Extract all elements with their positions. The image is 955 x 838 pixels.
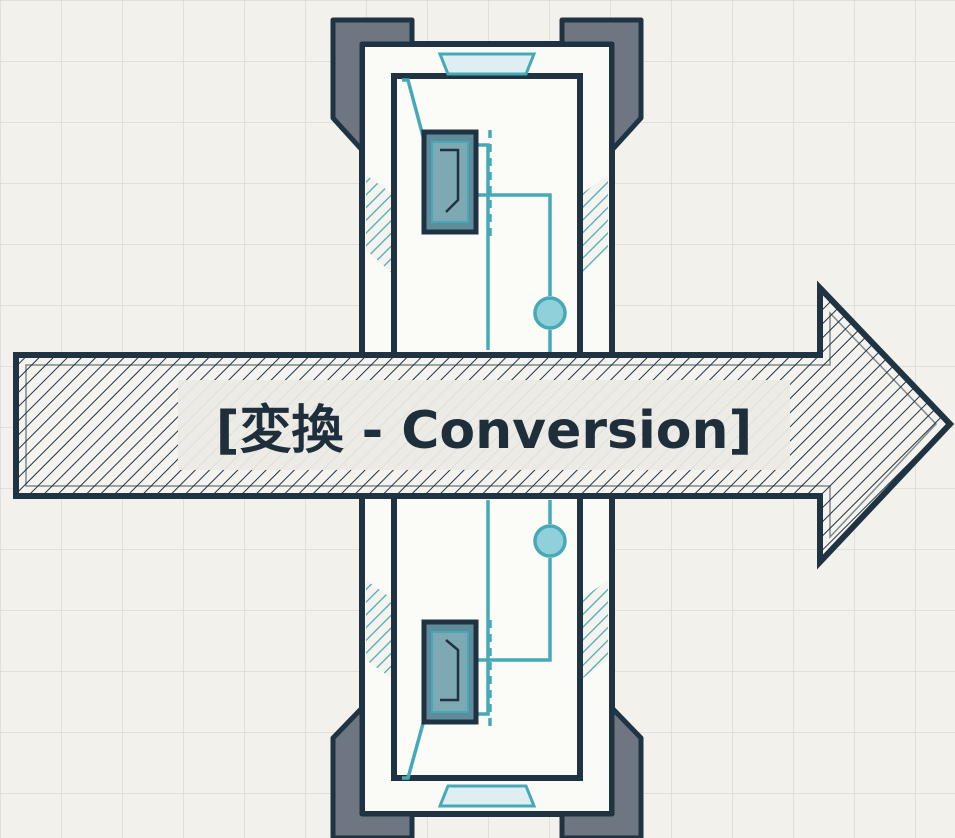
node-top bbox=[533, 296, 567, 330]
arrow-inner-border bbox=[25, 311, 938, 539]
side-slot-top-right bbox=[580, 175, 608, 275]
arrow-label-panel bbox=[178, 380, 790, 470]
node-bottom bbox=[533, 524, 567, 558]
arrow-label: [変換 - Conversion] bbox=[216, 401, 753, 461]
corner-brackets bbox=[330, 17, 644, 838]
bracket-bottom-right bbox=[559, 705, 644, 838]
side-slot-top-left bbox=[366, 175, 394, 275]
bracket-top-left bbox=[330, 17, 415, 153]
component-top bbox=[421, 129, 479, 235]
side-slot-bottom-left bbox=[366, 580, 394, 680]
wiring-bottom bbox=[402, 500, 552, 780]
bracket-top-right bbox=[559, 17, 644, 153]
top-cap bbox=[437, 52, 537, 76]
side-slot-bottom-right bbox=[580, 580, 608, 680]
component-bottom bbox=[421, 619, 479, 725]
bottom-cap bbox=[437, 784, 537, 808]
right-arrow-icon: [変換 - Conversion] bbox=[13, 280, 955, 570]
bracket-bottom-left bbox=[330, 705, 415, 838]
